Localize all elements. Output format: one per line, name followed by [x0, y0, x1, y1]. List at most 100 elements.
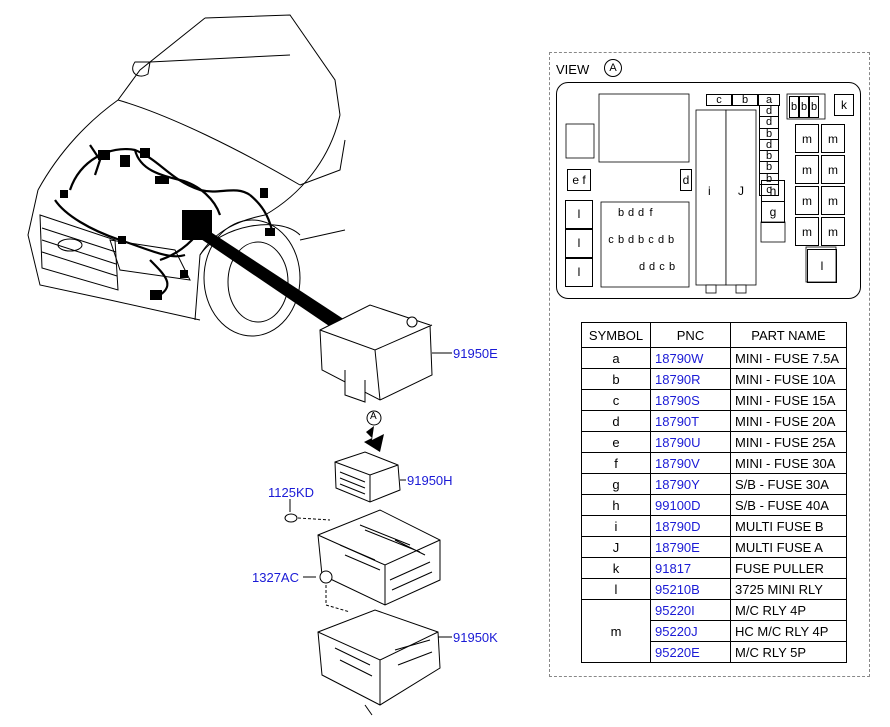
part-name-cell: MULTI FUSE B: [730, 515, 847, 537]
fuse-box-cover: [319, 304, 433, 403]
exploded-diagram: [27, 14, 452, 716]
pnc-link[interactable]: 18790R: [650, 368, 731, 390]
relay-cell: m: [795, 124, 819, 153]
pnc-link[interactable]: 99100D: [650, 494, 731, 516]
fuse-stack: d d b d b b b c: [759, 105, 779, 197]
grid-row-1: b d d f: [616, 207, 656, 219]
symbol-cell: f: [581, 452, 651, 474]
fuse-cell: d: [648, 261, 656, 273]
fuse-cell: d: [657, 234, 665, 246]
grid-row-2: c b d b c d b: [606, 234, 676, 246]
pnc-link[interactable]: 18790U: [650, 431, 731, 453]
fuse-cell: c: [706, 94, 732, 106]
pnc-link[interactable]: 18790V: [650, 452, 731, 474]
pnc-link[interactable]: 18790S: [650, 389, 731, 411]
callout-cover[interactable]: 91950E: [453, 346, 498, 361]
part-name-cell: S/B - FUSE 40A: [730, 494, 847, 516]
fuse-cell: c: [759, 184, 779, 197]
part-name-cell: MINI - FUSE 25A: [730, 431, 847, 453]
part-name-cell: MINI - FUSE 30A: [730, 452, 847, 474]
view-label: VIEW: [556, 62, 590, 77]
symbol-cell: k: [581, 557, 651, 579]
multi-fuse-j: J: [738, 184, 744, 198]
fuse-cell: d: [759, 117, 779, 129]
fuse-cell: d: [638, 261, 646, 273]
symbol-cell: l: [581, 578, 651, 600]
fuse-cell: d: [637, 207, 645, 219]
fuse-ef: e f: [567, 169, 591, 191]
col-part-name: PART NAME: [730, 322, 847, 348]
pnc-link[interactable]: 95220E: [650, 641, 731, 663]
fuse-cell: b: [759, 151, 779, 163]
leader-beam: [195, 225, 345, 330]
grid-row-3: d d c b: [637, 261, 677, 273]
part-name-cell: MINI - FUSE 10A: [730, 368, 847, 390]
part-name-cell: M/C RLY 5P: [730, 641, 847, 663]
fuse-cell: b: [637, 234, 645, 246]
callout-bracket[interactable]: 91950K: [453, 630, 498, 645]
pnc-link[interactable]: 18790W: [650, 347, 731, 369]
part-name-cell: MINI - FUSE 20A: [730, 410, 847, 432]
fuse-cell: d: [627, 207, 635, 219]
pnc-link[interactable]: 91817: [650, 557, 731, 579]
nut-icon: [303, 570, 351, 613]
bolt-icon: [284, 499, 331, 523]
pnc-link[interactable]: 18790T: [650, 410, 731, 432]
fuse-g: g: [761, 201, 785, 223]
fuse-block: [334, 451, 401, 503]
pnc-link[interactable]: 95220J: [650, 620, 731, 642]
fuse-cell: b: [759, 128, 779, 140]
relay-cell: m: [821, 217, 845, 246]
pnc-link[interactable]: 95210B: [650, 578, 731, 600]
symbol-cell: c: [581, 389, 651, 411]
multi-fuse-i: i: [708, 184, 711, 198]
fuse-cell: d: [759, 139, 779, 152]
pnc-link[interactable]: 95220I: [650, 599, 731, 621]
pnc-link[interactable]: 18790D: [650, 515, 731, 537]
relay-l: l: [565, 200, 593, 229]
m-relay-grid: m m m m m m m m: [795, 124, 845, 246]
pnc-link[interactable]: 18790E: [650, 536, 731, 558]
fuse-cell: b: [799, 96, 809, 118]
relay-cell: m: [821, 155, 845, 184]
wiring-harness: [54, 144, 274, 296]
symbol-cell: e: [581, 431, 651, 453]
fuse-cell: b: [789, 96, 799, 118]
fuse-cell: b: [617, 207, 625, 219]
symbol-cell: d: [581, 410, 651, 432]
callout-nut[interactable]: 1327AC: [252, 570, 299, 585]
view-a-panel: [549, 52, 870, 677]
symbol-cell: m: [581, 599, 651, 663]
fuse-cell: d: [627, 234, 635, 246]
lower-bracket: [317, 609, 441, 716]
fuse-cell: b: [809, 96, 819, 118]
b-group: b b b: [789, 96, 819, 118]
relay-l: l: [807, 249, 837, 283]
part-name-cell: 3725 MINI RLY: [730, 578, 847, 600]
part-name-cell: MINI - FUSE 15A: [730, 389, 847, 411]
relay-cell: m: [821, 186, 845, 215]
symbol-cell: i: [581, 515, 651, 537]
view-a-marker: [366, 410, 382, 426]
fuse-cell: c: [659, 261, 665, 273]
arrow-tag: A: [370, 411, 377, 422]
fuse-cell: b: [759, 173, 779, 186]
pnc-link[interactable]: 18790Y: [650, 473, 731, 495]
callout-block[interactable]: 91950H: [407, 473, 453, 488]
fuse-box-body: [317, 509, 441, 606]
fuse-cell: c: [608, 234, 614, 246]
part-name-cell: M/C RLY 4P: [730, 599, 847, 621]
symbol-cell: J: [581, 536, 651, 558]
callout-bolt[interactable]: 1125KD: [268, 485, 315, 500]
